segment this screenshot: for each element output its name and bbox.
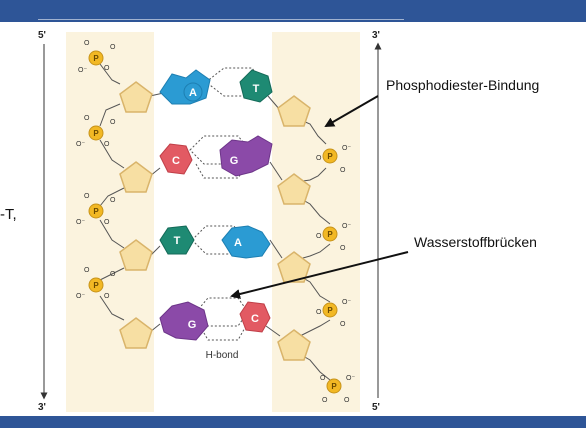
svg-text:O: O [316,155,322,162]
base-label-pair4-left: G [188,319,197,331]
svg-text:P: P [327,152,333,161]
hydrogen-bond-label: Wasserstoffbrücken [414,234,537,250]
sugar-left-1 [119,81,153,113]
svg-text:O: O [84,267,90,274]
header-bar [0,0,586,22]
svg-text:O: O [104,219,110,226]
left-phosphates: P O O O⁻ O P O O O⁻ O P O O O⁻ O P O O O⁻ O [76,40,116,300]
hbond-label: H-bond [206,350,239,361]
base-label-pair1-right: T [253,83,260,95]
phosphodiester-label: Phosphodiester-Bindung [386,77,540,93]
sugar-right-1 [277,95,311,127]
svg-text:O⁻: O⁻ [342,299,351,306]
footer-bar [0,416,586,428]
svg-text:O: O [316,309,322,316]
svg-text:O: O [340,321,346,328]
svg-text:P: P [93,207,99,216]
base-thymine-3 [159,225,195,255]
right-bottom-end-label: 5' [372,402,380,413]
svg-text:O: O [110,119,116,126]
svg-text:P: P [93,129,99,138]
svg-text:P: P [93,54,99,63]
svg-text:O: O [84,193,90,200]
sugar-left-3 [119,239,153,271]
base-thymine-1 [239,69,273,103]
sugar-group [119,81,311,361]
left-top-end-label: 5' [38,30,46,41]
svg-text:O: O [104,293,110,300]
svg-text:O⁻: O⁻ [78,67,87,74]
hydrogen-bonds [189,67,263,341]
svg-text:P: P [331,382,337,391]
cut-off-text: -T, [0,206,17,223]
base-label-pair1-left: A [189,87,197,99]
right-top-end-label: 3' [372,30,380,41]
glycosidic-bonds [149,91,283,337]
base-cytosine-2 [159,143,193,175]
svg-text:O: O [320,375,326,382]
svg-text:P: P [93,281,99,290]
svg-text:O: O [316,233,322,240]
svg-text:O: O [110,271,116,278]
svg-text:O⁻: O⁻ [76,219,85,226]
svg-text:P: P [327,230,333,239]
sugar-right-4 [277,329,311,361]
base-label-pair3-left: T [174,235,181,247]
phosphate-left-2: P O O O⁻ O [76,115,116,148]
header-underline [38,19,404,20]
svg-text:O: O [340,167,346,174]
sugar-left-4 [119,317,153,349]
hydrogen-bond-arrow [230,251,409,299]
base-label-pair3-right: A [234,237,242,249]
phosphate-left-3: P O O O⁻ O [76,193,116,226]
svg-text:O: O [104,141,110,148]
phosphate-left-1: P O O O⁻ O [78,40,116,74]
svg-text:O⁻: O⁻ [342,145,351,152]
svg-text:O: O [322,397,328,404]
phosphate-right-1: P O O⁻ O [316,145,351,174]
svg-text:O: O [110,44,116,51]
svg-text:O: O [84,115,90,122]
right-phosphates: P O O⁻ O P O O⁻ O P O O⁻ O P O O⁻ O O [316,145,355,404]
base-guanine-4 [159,301,209,341]
svg-text:O: O [110,197,116,204]
phosphate-right-4: P O O⁻ O O [320,375,355,404]
phosphate-left-4: P O O O⁻ O [76,267,116,300]
svg-text:O⁻: O⁻ [342,223,351,230]
phosphodiester-arrow [324,95,379,127]
svg-text:O: O [84,40,90,47]
base-cytosine-4 [239,301,271,333]
phosphate-right-3: P O O⁻ O [316,299,351,328]
svg-text:O⁻: O⁻ [76,293,85,300]
svg-text:O: O [340,245,346,252]
phosphate-right-2: P O O⁻ O [316,223,351,252]
base-adenine-3 [221,225,271,259]
svg-text:O⁻: O⁻ [76,141,85,148]
sugar-left-2 [119,161,153,193]
svg-text:O: O [104,65,110,72]
base-guanine-2 [219,135,273,177]
svg-text:O⁻: O⁻ [346,375,355,382]
svg-text:P: P [327,306,333,315]
base-label-pair4-right: C [251,313,259,325]
base-label-pair2-left: C [172,155,180,167]
sugar-right-3 [277,251,311,283]
left-backbone-links [99,63,125,321]
base-label-pair2-right: G [230,155,239,167]
svg-text:O: O [344,397,350,404]
sugar-right-2 [277,173,311,205]
left-bottom-end-label: 3' [38,402,46,413]
